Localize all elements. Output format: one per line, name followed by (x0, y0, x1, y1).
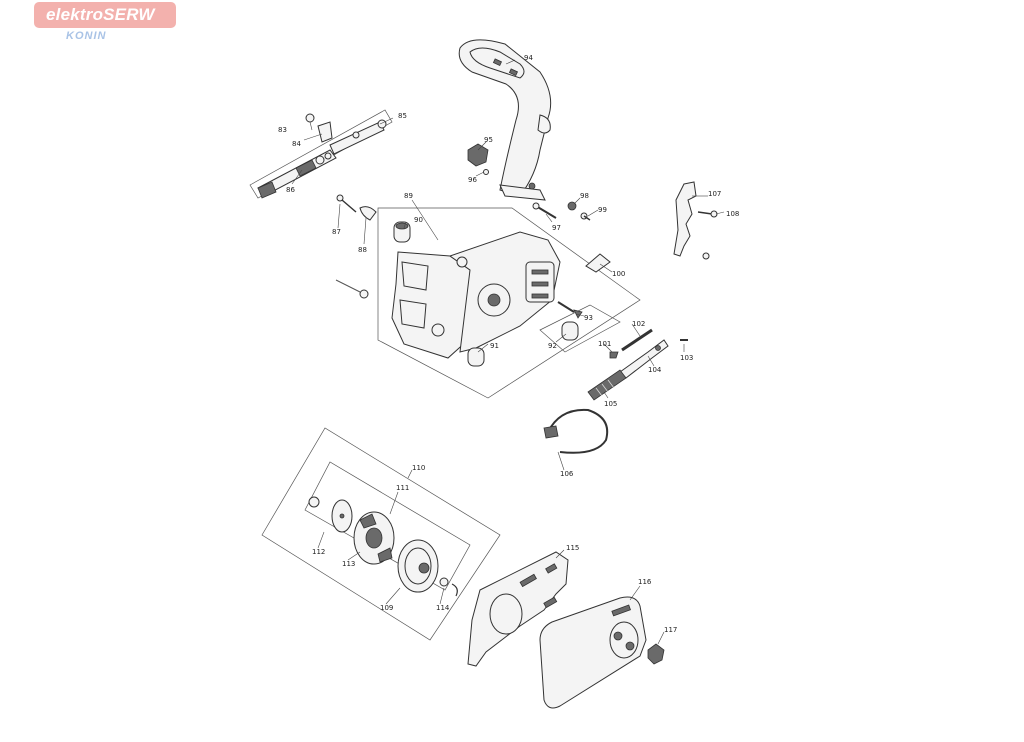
washer-112 (308, 496, 320, 508)
part-labels: 94 85 83 84 86 87 88 89 90 91 92 93 95 9… (278, 54, 739, 634)
side-plate-115 (467, 551, 569, 667)
label-114: 114 (436, 604, 450, 612)
label-109: 109 (380, 604, 393, 612)
label-102: 102 (632, 320, 645, 328)
clip-96 (483, 169, 489, 175)
label-91: 91 (490, 342, 499, 350)
label-105: 105 (604, 400, 617, 408)
bracket-107 (673, 181, 697, 257)
washer-114 (439, 577, 458, 597)
disc-part (331, 499, 353, 533)
screw-97 (532, 202, 557, 219)
label-112: 112 (312, 548, 325, 556)
damper-92 (561, 321, 579, 341)
group-box-85 (249, 109, 393, 199)
label-88: 88 (358, 246, 367, 254)
label-116: 116 (638, 578, 652, 586)
watermark-city: KONIN (66, 30, 107, 42)
label-97: 97 (552, 224, 561, 232)
nut-117 (647, 643, 665, 665)
label-96: 96 (468, 176, 477, 184)
brake-band-106 (543, 408, 609, 454)
watermark-brand: elektroSERW (46, 5, 155, 24)
label-107: 107 (708, 190, 721, 198)
label-100: 100 (612, 270, 625, 278)
label-106: 106 (560, 470, 574, 478)
label-108: 108 (726, 210, 739, 218)
label-98: 98 (580, 192, 589, 200)
lever-100 (585, 253, 611, 273)
label-83: 83 (278, 126, 287, 134)
group-box-92 (539, 304, 621, 353)
screw-108 (697, 210, 718, 218)
rear-handle-part (458, 39, 552, 201)
bracket-84 (317, 121, 333, 143)
label-117: 117 (664, 626, 677, 634)
label-103: 103 (680, 354, 693, 362)
pin-87 (336, 194, 357, 213)
cable-part (335, 279, 369, 299)
label-110: 110 (412, 464, 425, 472)
label-93: 93 (584, 314, 593, 322)
label-89: 89 (404, 192, 413, 200)
leader-lines (291, 59, 725, 645)
label-111: 111 (396, 484, 409, 492)
label-84: 84 (292, 140, 301, 148)
pin-101 (609, 351, 619, 359)
label-99: 99 (598, 206, 607, 214)
label-90: 90 (414, 216, 423, 224)
label-94: 94 (524, 54, 533, 62)
rod-102 (621, 328, 653, 352)
bolt-99 (580, 212, 591, 221)
label-113: 113 (342, 560, 355, 568)
screw-83 (305, 113, 315, 131)
nut-95 (467, 143, 489, 167)
label-104: 104 (648, 366, 662, 374)
label-86: 86 (286, 186, 295, 194)
pivot-88 (359, 206, 377, 221)
drum-109 (397, 539, 439, 593)
label-115: 115 (566, 544, 579, 552)
pin-93 (557, 301, 583, 319)
spring-86 (257, 152, 332, 199)
label-85: 85 (398, 112, 407, 120)
sprocket-cover-116 (539, 596, 647, 709)
watermark-logo: elektroSERW (34, 2, 176, 28)
spring-105 (587, 369, 627, 401)
crankcase-89 (391, 231, 561, 359)
label-101: 101 (598, 340, 611, 348)
label-92: 92 (548, 342, 557, 350)
screw-extra (702, 252, 710, 260)
label-95: 95 (484, 136, 493, 144)
damper-90 (393, 221, 411, 243)
clutch-113 (353, 511, 395, 565)
group-box-110 (261, 427, 501, 641)
damper-91 (467, 347, 485, 367)
label-87: 87 (332, 228, 341, 236)
group-box-89 (377, 207, 641, 399)
